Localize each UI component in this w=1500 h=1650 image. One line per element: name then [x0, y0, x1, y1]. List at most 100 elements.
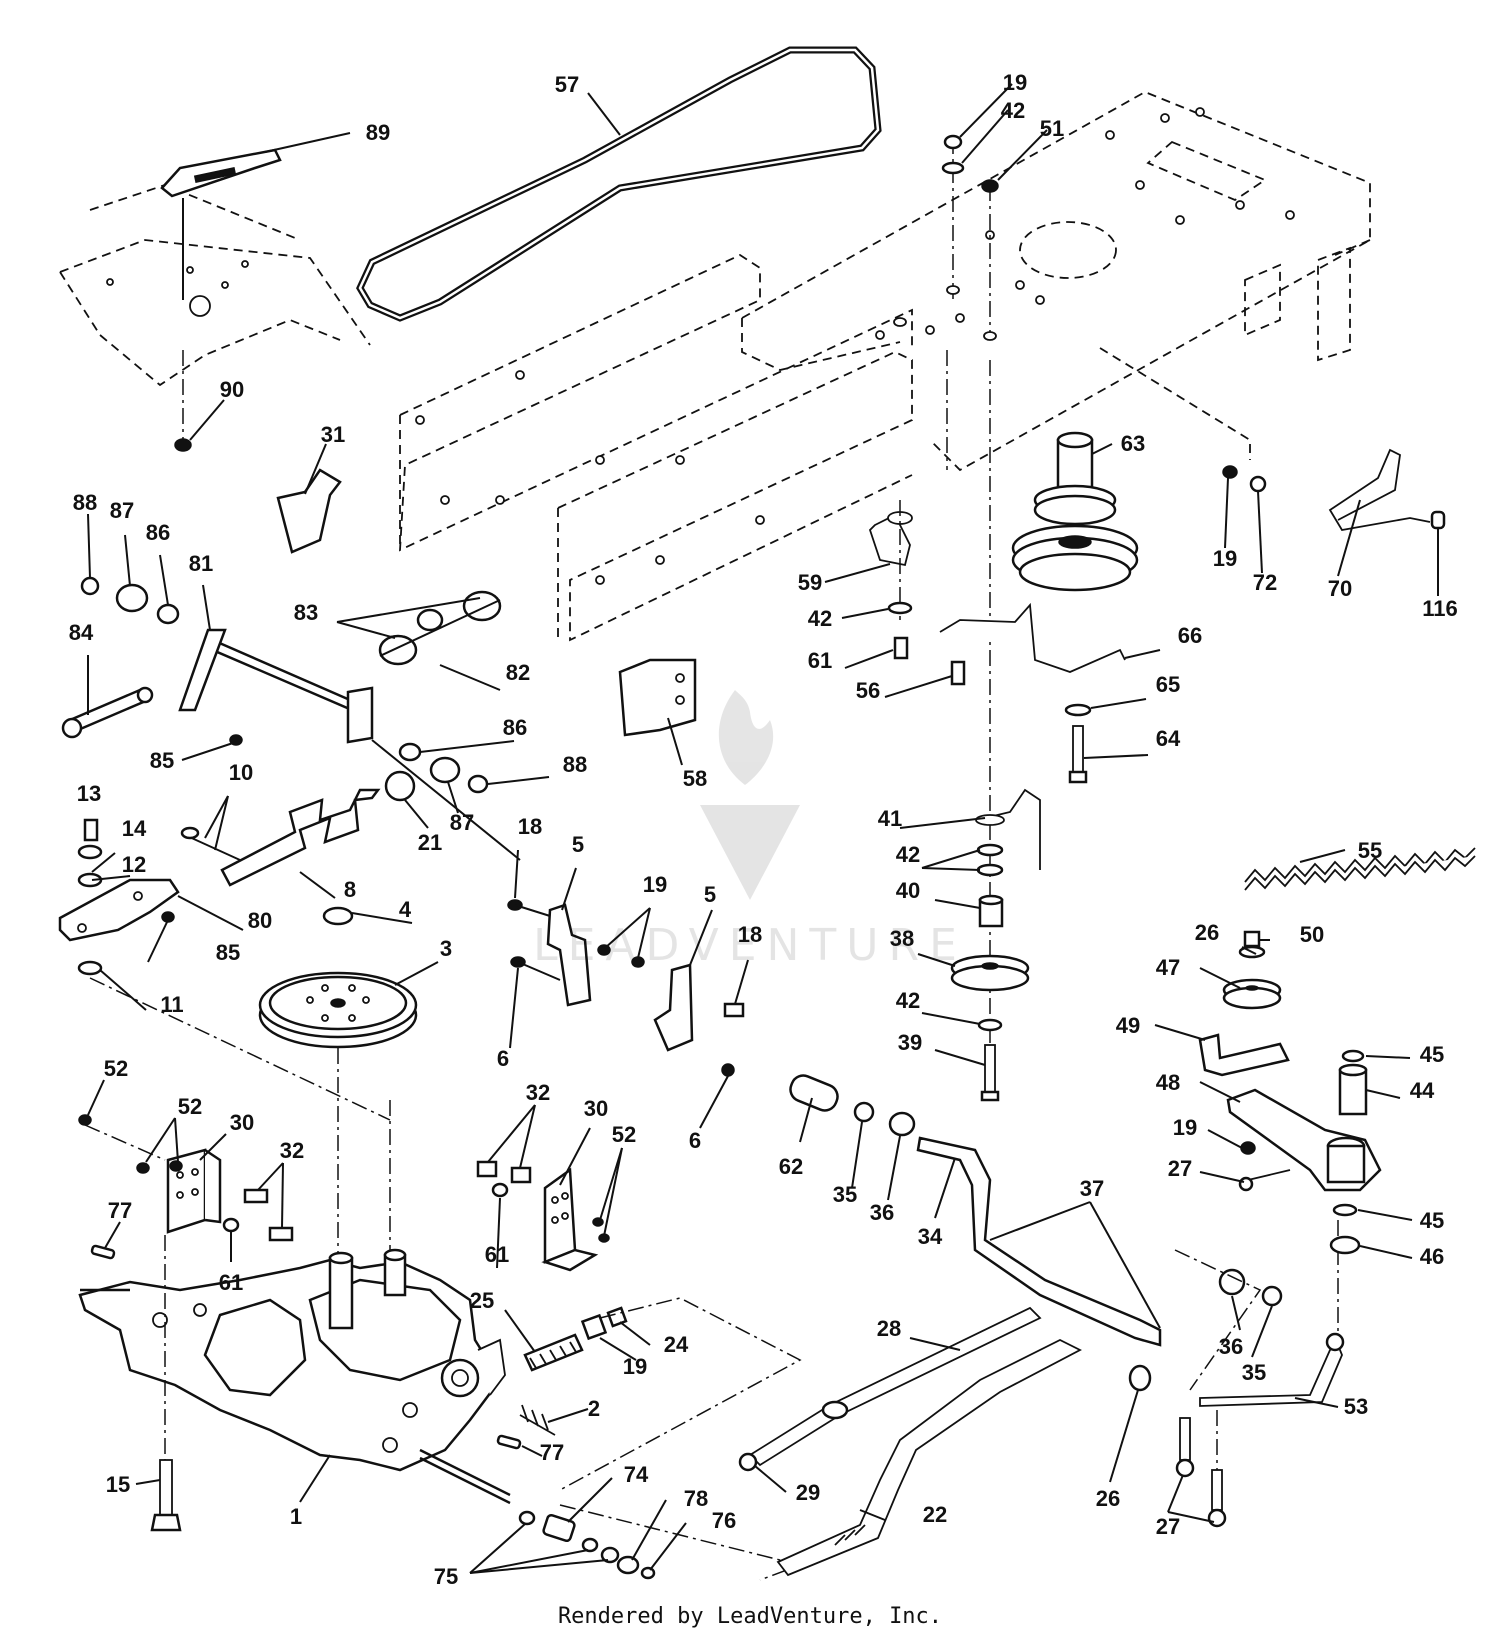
- callout-labels: 57 89 19 42 51 90 31 63 19 72 70 116 88 …: [69, 70, 1458, 1589]
- callout: 2: [588, 1396, 600, 1421]
- callout: 30: [584, 1096, 608, 1121]
- callout: 75: [434, 1564, 458, 1589]
- callout: 87: [110, 498, 134, 523]
- callout: 14: [122, 816, 147, 841]
- callout: 116: [1422, 596, 1458, 621]
- callout: 27: [1168, 1156, 1192, 1181]
- callout: 90: [220, 377, 244, 402]
- callout: 42: [808, 606, 832, 631]
- callout: 30: [230, 1110, 254, 1135]
- leader-lines: [87, 83, 1439, 1574]
- callout: 76: [712, 1508, 736, 1533]
- callout: 38: [890, 926, 914, 951]
- brackets-30: [78, 1114, 610, 1272]
- callout: 32: [280, 1138, 304, 1163]
- callout: 35: [833, 1182, 857, 1207]
- axle-washers: [518, 1504, 803, 1581]
- part-89-plate: [160, 148, 282, 300]
- callout: 45: [1420, 1208, 1444, 1233]
- callout: 53: [1344, 1394, 1368, 1419]
- bracket-59: [868, 500, 1092, 784]
- callout: 70: [1328, 576, 1352, 601]
- callout: 6: [497, 1046, 509, 1071]
- callout: 3: [440, 936, 452, 961]
- callout: 8: [344, 877, 356, 902]
- callout: 87: [450, 810, 474, 835]
- callout: 39: [898, 1030, 922, 1055]
- part-90-nut: [174, 350, 192, 452]
- spring-55: [1244, 847, 1476, 891]
- callout: 27: [1156, 1514, 1180, 1539]
- callout: 77: [108, 1198, 132, 1223]
- spring-25: [519, 1297, 802, 1491]
- callout: 1: [290, 1504, 302, 1529]
- callout: 21: [418, 830, 442, 855]
- callout: 5: [572, 832, 584, 857]
- pulley-3: [258, 906, 418, 1255]
- callout: 42: [896, 842, 920, 867]
- callout: 63: [1121, 431, 1145, 456]
- watermark-text: LEADVENTURE: [533, 920, 967, 971]
- callout: 58: [683, 766, 707, 791]
- callout: 86: [503, 715, 527, 740]
- shift-linkage: [738, 1074, 1345, 1577]
- callout: 12: [122, 852, 146, 877]
- callout: 42: [896, 988, 920, 1013]
- callout: 80: [248, 908, 272, 933]
- callout: 26: [1096, 1486, 1120, 1511]
- callout: 57: [555, 72, 579, 97]
- callout: 72: [1253, 570, 1277, 595]
- callout: 15: [106, 1472, 130, 1497]
- callout: 24: [664, 1332, 689, 1357]
- callout: 19: [643, 872, 667, 897]
- callout: 50: [1300, 922, 1324, 947]
- rock-shaft: [61, 576, 521, 861]
- callout: 52: [178, 1094, 202, 1119]
- callout: 29: [796, 1480, 820, 1505]
- callout: 5: [704, 882, 716, 907]
- callout: 22: [923, 1502, 947, 1527]
- callout: 48: [1156, 1070, 1180, 1095]
- callout: 44: [1410, 1078, 1435, 1103]
- drive-belt: [356, 46, 882, 322]
- callout: 52: [104, 1056, 128, 1081]
- callout: 19: [623, 1354, 647, 1379]
- callout: 47: [1156, 955, 1180, 980]
- frame-fasteners: [893, 134, 999, 341]
- callout: 51: [1040, 116, 1064, 141]
- callout: 86: [146, 520, 170, 545]
- callout: 45: [1420, 1042, 1444, 1067]
- callout: 56: [856, 678, 880, 703]
- callout: 85: [150, 748, 174, 773]
- callout: 66: [1178, 623, 1202, 648]
- transaxle: [78, 1235, 511, 1505]
- axle-hardware: [90, 1244, 522, 1532]
- callout: 61: [808, 648, 832, 673]
- watermark-logo: [700, 690, 800, 900]
- callout: 36: [870, 1200, 894, 1225]
- part-58: [618, 658, 697, 737]
- callout: 19: [1213, 546, 1237, 571]
- idler-arm-48: [1198, 930, 1382, 1255]
- callout: 37: [1080, 1176, 1104, 1201]
- callout: 18: [518, 814, 542, 839]
- callout: 25: [470, 1288, 494, 1313]
- callout: 89: [366, 120, 390, 145]
- callout: 82: [506, 660, 530, 685]
- callout: 88: [563, 752, 587, 777]
- callout: 55: [1358, 838, 1382, 863]
- callout: 59: [798, 570, 822, 595]
- callout: 31: [321, 422, 345, 447]
- right-top-parts: [1222, 448, 1446, 531]
- callout: 19: [1003, 70, 1027, 95]
- callout: 83: [294, 600, 318, 625]
- dash-panel: [59, 184, 371, 387]
- callout: 32: [526, 1080, 550, 1105]
- callout: 78: [684, 1486, 708, 1511]
- callout: 49: [1116, 1013, 1140, 1038]
- callout: 74: [624, 1462, 649, 1487]
- callout: 52: [612, 1122, 636, 1147]
- callout: 85: [216, 940, 240, 965]
- callout: 28: [877, 1316, 901, 1341]
